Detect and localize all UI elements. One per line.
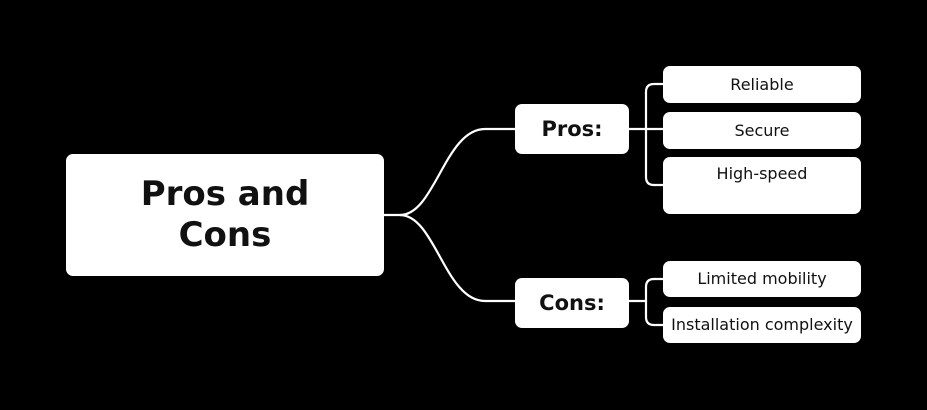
connector-pros-to-reliable	[644, 82, 665, 131]
branch-node-cons[interactable]: Cons:	[515, 278, 629, 328]
leaf-node-secure[interactable]: Secure	[663, 112, 861, 149]
connector-root-to-pros	[398, 127, 517, 217]
leaf-node-label: Secure	[734, 120, 790, 140]
branch-node-label: Pros:	[541, 117, 603, 141]
branch-node-pros[interactable]: Pros:	[515, 104, 629, 154]
connector-pros-to-highspeed	[644, 127, 665, 187]
leaf-node-reliable[interactable]: Reliable	[663, 66, 861, 103]
connector-cons-to-installation	[644, 299, 665, 327]
connector-cons-to-mobility	[644, 277, 665, 303]
branch-node-label: Cons:	[539, 291, 605, 315]
root-node[interactable]: Pros and Cons	[66, 154, 384, 276]
leaf-node-high-speed[interactable]: High-speed	[663, 157, 861, 214]
leaf-node-installation-complexity[interactable]: Installation complexity	[663, 307, 861, 343]
leaf-node-label: High-speed	[716, 164, 808, 183]
leaf-node-label: Reliable	[730, 74, 794, 94]
root-node-label: Pros and Cons	[140, 174, 310, 255]
connector-root-to-cons	[398, 213, 517, 303]
leaf-node-limited-mobility[interactable]: Limited mobility	[663, 261, 861, 297]
leaf-node-label: Limited mobility	[697, 269, 827, 289]
leaf-node-label: Installation complexity	[671, 315, 853, 335]
